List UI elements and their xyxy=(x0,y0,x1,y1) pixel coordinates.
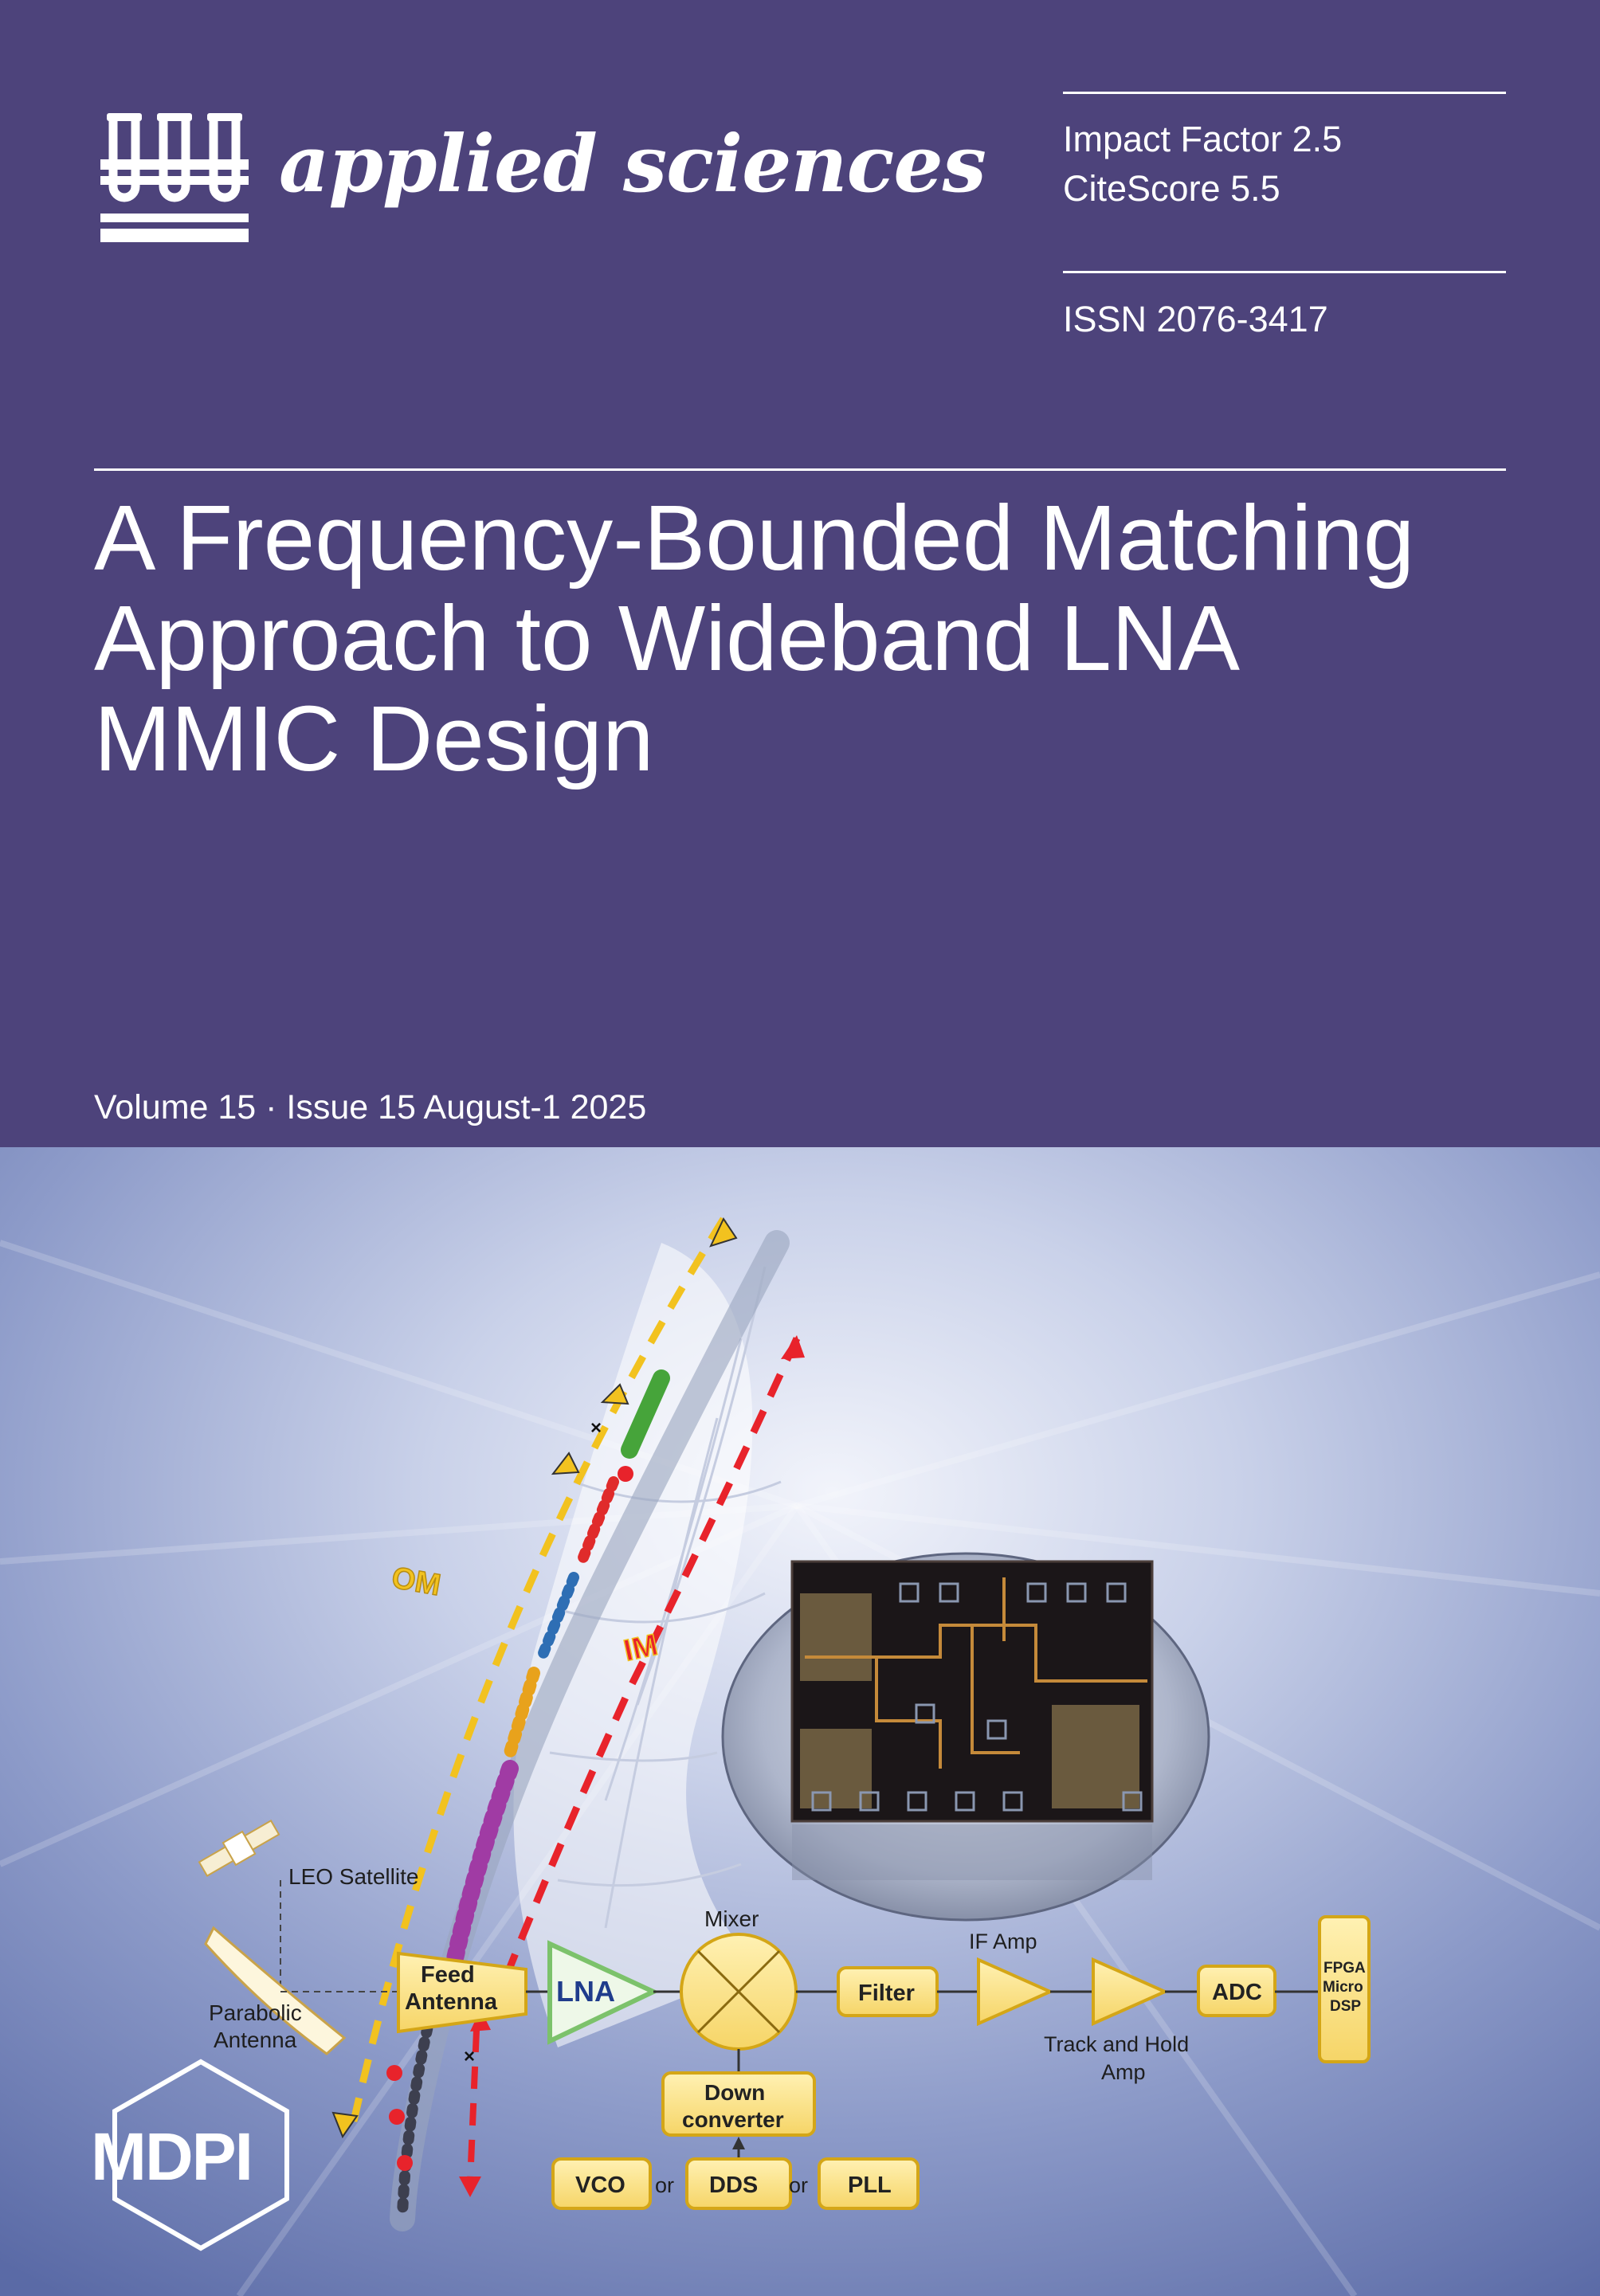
impact-factor: Impact Factor 2.5 xyxy=(1063,119,1343,159)
converter-label: converter xyxy=(682,2107,784,2132)
lna-label: LNA xyxy=(556,1975,615,2008)
feed-antenna-block: Feed Antenna xyxy=(397,1951,527,2034)
issn: ISSN 2076-3417 xyxy=(1063,299,1328,339)
om-arrow: × xyxy=(331,1217,738,2139)
or-label: or xyxy=(789,2173,808,2197)
track-hold-amp-label: Amp xyxy=(1101,2060,1146,2084)
mdpi-logo-text: MDPI xyxy=(91,2119,252,2194)
title-line: Approach to Wideband LNA xyxy=(94,586,1240,690)
parabolic-label: Parabolic xyxy=(209,2000,302,2025)
satellite-icon xyxy=(198,1819,280,1878)
filter-label: Filter xyxy=(858,1981,915,2006)
article-title: A Frequency-Bounded Matching Approach to… xyxy=(94,488,1528,789)
vco-label: VCO xyxy=(575,2173,625,2198)
feed-antenna-label: Antenna xyxy=(405,1989,498,2015)
dds-label: DDS xyxy=(709,2173,758,2198)
dds-block: DDS xyxy=(685,2157,792,2210)
divider xyxy=(1063,92,1506,94)
track-hold-label: Track and Hold xyxy=(1044,2032,1189,2056)
filter-block: Filter xyxy=(837,1966,939,2017)
track-hold-amp-block xyxy=(1092,1957,1169,2027)
mixer-label: Mixer xyxy=(704,1906,759,1931)
if-amp-block xyxy=(977,1957,1054,2027)
journal-name: applied sciences xyxy=(279,119,986,210)
dsp-label: DSP xyxy=(1330,1998,1361,2015)
fpga-micro-dsp-block: FPGA Micro DSP xyxy=(1318,1915,1371,2063)
cover-figure: × × OM IM xyxy=(0,1147,1600,2296)
or-label: or xyxy=(655,2173,674,2197)
leo-satellite-label: LEO Satellite xyxy=(288,1864,418,1889)
pll-block: PLL xyxy=(818,2157,920,2210)
parabolic-antenna-icon xyxy=(204,1926,402,2055)
divider xyxy=(1063,271,1506,273)
svg-text:×: × xyxy=(590,1417,602,1439)
divider xyxy=(94,468,1506,471)
test-tubes-icon xyxy=(100,113,249,242)
lna-block: LNA xyxy=(547,1940,660,2045)
adc-label: ADC xyxy=(1212,1980,1262,2005)
down-label: Down xyxy=(704,2080,765,2105)
mmic-chip-photo xyxy=(721,1552,1210,1922)
mixer-block xyxy=(680,1933,798,2051)
feed-label: Feed xyxy=(421,1962,475,1988)
vco-block: VCO xyxy=(551,2157,652,2210)
citescore: CiteScore 5.5 xyxy=(1063,168,1280,209)
adc-block: ADC xyxy=(1197,1965,1276,2017)
pll-label: PLL xyxy=(848,2173,892,2198)
micro-label: Micro xyxy=(1323,1979,1363,1996)
fpga-label: FPGA xyxy=(1324,1960,1366,1977)
impedance-trajectory xyxy=(386,1230,790,2231)
volume-issue: Volume 15 · Issue 15 August-1 2025 xyxy=(94,1088,647,1126)
im-label: IM xyxy=(621,1628,661,1668)
svg-text:×: × xyxy=(464,2046,475,2067)
antenna-label: Antenna xyxy=(214,2028,297,2052)
down-converter-block: Down converter xyxy=(661,2071,816,2137)
title-line: A Frequency-Bounded Matching xyxy=(94,486,1415,590)
title-line: MMIC Design xyxy=(94,687,654,790)
if-amp-label: IF Amp xyxy=(969,1930,1037,1953)
mdpi-logo: MDPI xyxy=(91,2059,289,2251)
smith-chart xyxy=(513,1243,782,2047)
cover-header: applied sciences Impact Factor 2.5 CiteS… xyxy=(0,0,1600,1147)
